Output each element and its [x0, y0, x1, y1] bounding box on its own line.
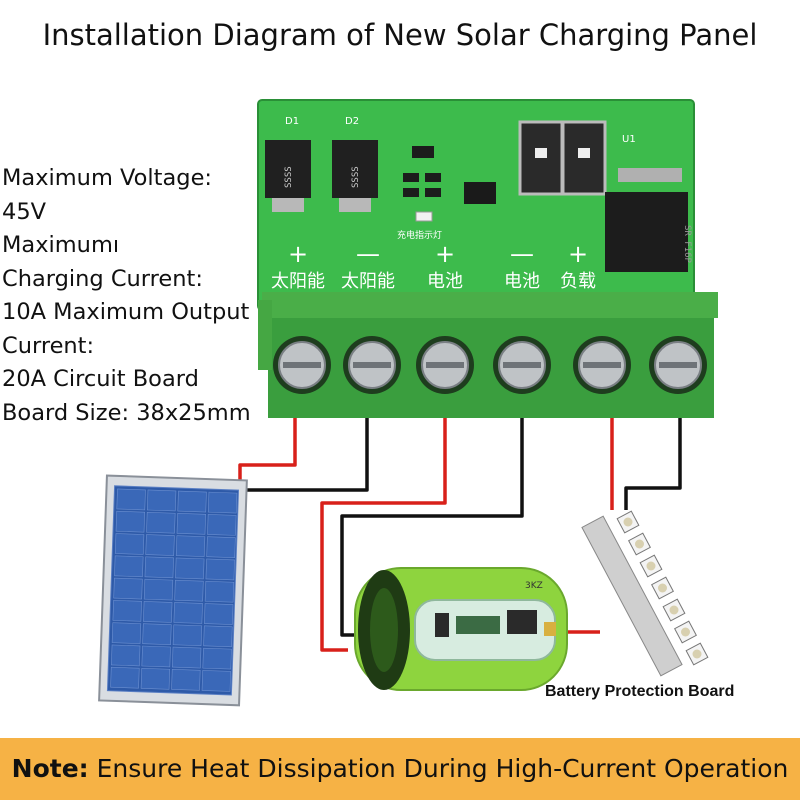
spec-line: Board Size: 38x25mm [2, 399, 251, 426]
terminal-label: 电池 [427, 271, 463, 292]
solar-cell [201, 670, 232, 692]
spec-line: 20A Circuit Board [2, 366, 199, 392]
solar-cell [177, 490, 207, 513]
battery-protection-label: Battery Protection Board [545, 683, 735, 700]
solar-cell [114, 533, 145, 555]
regulator-marking: SR F16P [682, 225, 692, 264]
solar-cell [207, 514, 237, 536]
smd-part [412, 146, 434, 158]
solar-cell [113, 577, 143, 600]
spec-line: Maximumı [2, 232, 120, 258]
solar-cell [143, 578, 174, 601]
spec-line: Charging Current: [2, 265, 203, 292]
solar-cell [143, 601, 173, 623]
diode-d1-lead [272, 198, 304, 212]
regulator-body [605, 192, 688, 272]
polarity-sign: + [288, 240, 308, 268]
solar-cell [111, 622, 142, 644]
solar-cell [111, 644, 141, 667]
specs-list: Maximum Voltage: 45V Maximumı Charging C… [2, 162, 264, 430]
solar-cell [203, 625, 233, 648]
indicator-label: 充电指示灯 [397, 229, 442, 241]
spec-line: Current: [2, 332, 95, 359]
diode-d2-marking: SSSS [351, 166, 361, 188]
solar-cell [204, 603, 234, 625]
spec-line: 10A Maximum Output [2, 299, 250, 325]
terminal-label: 电池 [504, 271, 540, 292]
circuit-board: D1 D2 U1 SSSS SSSS 充电指示灯 SR F16P + — + — + 太… [257, 99, 695, 311]
chip-label-u1: U1 [622, 134, 636, 145]
terminal-block [258, 292, 718, 418]
wire-battery-negative [340, 410, 524, 637]
indicator-led [415, 211, 433, 222]
solar-cell [145, 534, 175, 556]
smd-part [425, 173, 441, 182]
terminal-screws [273, 336, 707, 394]
regulator-tab [618, 168, 682, 182]
terminal-label: 太阳能 [341, 271, 395, 292]
solar-cell [116, 488, 146, 511]
solar-cells [110, 488, 238, 692]
solar-cell [207, 491, 238, 514]
note-body: Ensure Heat Dissipation During High-Curr… [96, 754, 789, 783]
solar-cell [141, 645, 171, 668]
solar-cell [204, 580, 235, 603]
polarity-sign: + [568, 240, 588, 268]
solar-cell [202, 647, 232, 670]
terminal-label: 负载 [560, 271, 596, 292]
polarity-signs: + — + — + [288, 240, 588, 268]
solar-cell [115, 510, 146, 533]
diode-label-d2: D2 [345, 116, 359, 127]
solar-cell [205, 558, 235, 581]
diode-label-d1: D1 [285, 116, 299, 127]
note-prefix: Note: [11, 754, 89, 783]
wire-solar-negative [242, 410, 369, 492]
solar-cell [142, 623, 172, 645]
solar-cell [171, 669, 201, 691]
solar-cell [114, 555, 144, 578]
transistor [464, 182, 496, 204]
battery-marking: 3KZ [525, 581, 543, 591]
solar-cell [110, 666, 140, 689]
solar-cell [171, 646, 202, 669]
wires [238, 410, 682, 652]
battery: 3KZ [354, 567, 568, 691]
diode-d2-body [332, 140, 378, 198]
solar-cell [173, 602, 203, 624]
spec-line: 45V [2, 198, 47, 225]
page-title: Installation Diagram of New Solar Chargi… [42, 18, 758, 52]
terminal-labels: 太阳能太阳能电池电池负载 [271, 271, 596, 292]
diode-d1-marking: SSSS [284, 166, 294, 188]
smd-part [425, 188, 441, 197]
diode-d2-lead [339, 198, 371, 212]
solar-cell [144, 556, 174, 579]
wire-load-negative [624, 412, 682, 510]
wire-battery-positive [320, 410, 447, 652]
polarity-sign: — [510, 240, 534, 268]
smd-part [403, 188, 419, 197]
led-chips [616, 510, 709, 666]
solar-cell [146, 511, 176, 534]
note-bar: Note: Ensure Heat Dissipation During Hig… [0, 738, 800, 800]
solar-cell [175, 557, 205, 580]
wiring-diagram: D1 D2 U1 SSSS SSSS 充电指示灯 SR F16P + — + — + 太… [98, 99, 718, 707]
smd-part [403, 173, 419, 182]
diode-d1-body [265, 140, 311, 198]
wire-solar-positive [238, 410, 297, 488]
solar-cell [172, 624, 203, 647]
solar-cell [146, 489, 177, 512]
solar-cell [112, 600, 142, 622]
solar-cell [174, 579, 204, 602]
solar-cell [176, 513, 206, 535]
note-text: Note: Ensure Heat Dissipation During Hig… [0, 754, 800, 783]
solar-cell [206, 536, 236, 558]
terminal-label: 太阳能 [271, 271, 325, 292]
polarity-sign: + [435, 240, 455, 268]
polarity-sign: — [356, 240, 380, 268]
solar-panel [98, 474, 248, 707]
solar-cell [175, 535, 206, 557]
spec-line: Maximum Voltage: [2, 165, 212, 191]
solar-cell [140, 667, 171, 690]
led-strip [581, 510, 709, 677]
